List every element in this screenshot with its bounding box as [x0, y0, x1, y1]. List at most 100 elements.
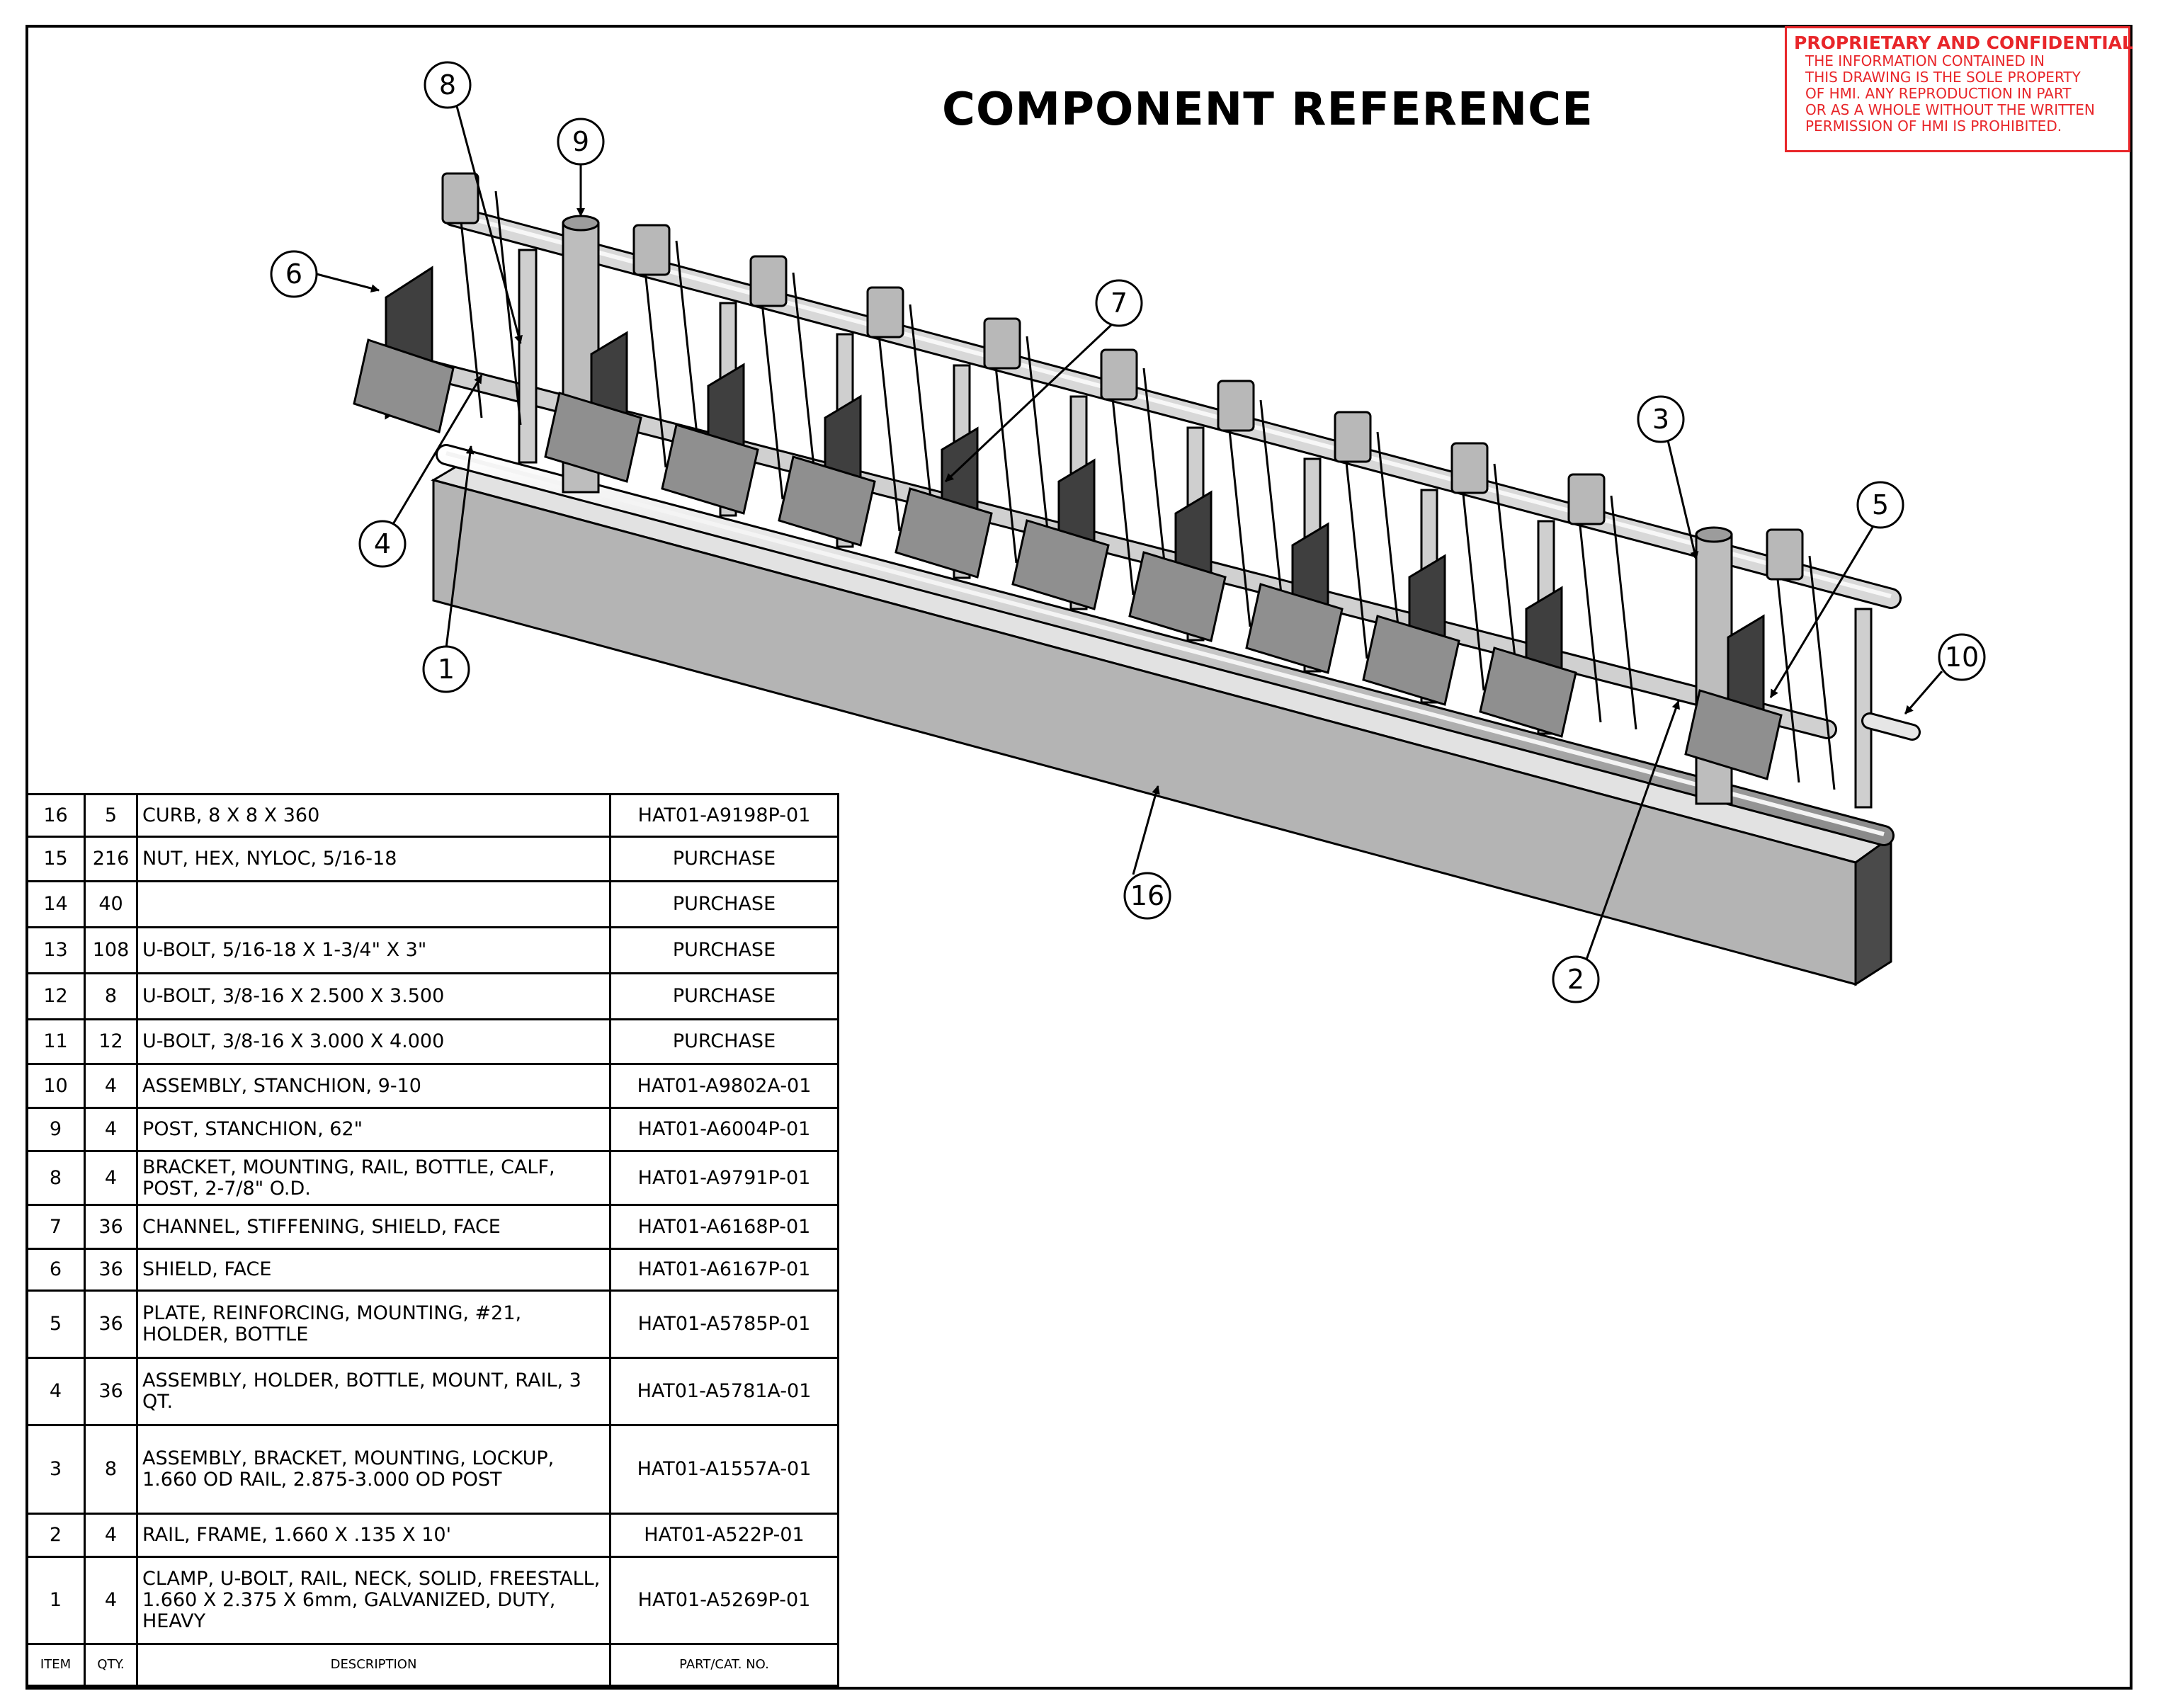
- bom-description-cell: U-BOLT, 3/8-16 X 2.500 X 3.500: [136, 972, 611, 1020]
- bom-description-cell: BRACKET, MOUNTING, RAIL, BOTTLE, CALF, P…: [136, 1150, 611, 1206]
- bom-item-cell: 4: [25, 1357, 86, 1426]
- confidential-notice: PROPRIETARY AND CONFIDENTIAL THE INFORMA…: [1785, 26, 2133, 152]
- balloon-3: 3: [1652, 404, 1669, 435]
- bom-qty-cell: 4: [84, 1063, 138, 1109]
- notice-line: THIS DRAWING IS THE SOLE PROPERTY: [1805, 69, 2081, 86]
- bom-qty-cell: 36: [84, 1204, 138, 1250]
- bom-part-cell: HAT01-A6167P-01: [609, 1248, 839, 1292]
- notice-heading: PROPRIETARY AND CONFIDENTIAL: [1794, 33, 2133, 53]
- bom-description-cell: ASSEMBLY, BRACKET, MOUNTING, LOCKUP, 1.6…: [136, 1424, 611, 1515]
- bom-qty-cell: 12: [84, 1018, 138, 1065]
- bom-item-cell: 3: [25, 1424, 86, 1515]
- bom-item-cell: 2: [25, 1513, 86, 1558]
- drawing-title: COMPONENT REFERENCE: [942, 84, 1594, 136]
- balloon-circles: [270, 61, 1986, 1003]
- balloon-10: 10: [1945, 642, 1979, 673]
- bom-description-cell: CURB, 8 X 8 X 360: [136, 793, 611, 838]
- bom-qty-cell: 4: [84, 1107, 138, 1152]
- header-item: ITEM: [25, 1643, 86, 1687]
- bom-qty-cell: 4: [84, 1513, 138, 1558]
- bom-qty-cell: 4: [84, 1556, 138, 1645]
- bom-part-cell: HAT01-A5785P-01: [609, 1289, 839, 1359]
- bom-description-cell: U-BOLT, 5/16-18 X 1-3/4" X 3": [136, 926, 611, 974]
- balloon-16: 16: [1130, 880, 1164, 911]
- bom-part-cell: HAT01-A9791P-01: [609, 1150, 839, 1206]
- bom-description-cell: ASSEMBLY, STANCHION, 9-10: [136, 1063, 611, 1109]
- bom-part-cell: PURCHASE: [609, 1018, 839, 1065]
- notice-line: OF HMI. ANY REPRODUCTION IN PART: [1805, 85, 2072, 102]
- bom-part-cell: HAT01-A522P-01: [609, 1513, 839, 1558]
- bom-description-cell: CHANNEL, STIFFENING, SHIELD, FACE: [136, 1204, 611, 1250]
- bom-qty-cell: 40: [84, 880, 138, 928]
- callouts: [316, 106, 1943, 960]
- bottle-holders: [353, 338, 1783, 780]
- notice-body: THE INFORMATION CONTAINED IN THIS DRAWIN…: [1794, 53, 2121, 135]
- balloon-9: 9: [572, 126, 589, 157]
- notice-line: PERMISSION OF HMI IS PROHIBITED.: [1805, 118, 2062, 135]
- bom-description-cell: RAIL, FRAME, 1.660 X .135 X 10': [136, 1513, 611, 1558]
- balloon-2: 2: [1567, 964, 1584, 995]
- bom-part-cell: HAT01-A1557A-01: [609, 1424, 839, 1515]
- bom-part-cell: PURCHASE: [609, 880, 839, 928]
- bom-qty-cell: 5: [84, 793, 138, 838]
- bom-qty-cell: 216: [84, 836, 138, 882]
- top-clamps: [441, 172, 1804, 581]
- bom-description-cell: ASSEMBLY, HOLDER, BOTTLE, MOUNT, RAIL, 3…: [136, 1357, 611, 1426]
- bom-part-cell: HAT01-A9198P-01: [609, 793, 839, 838]
- bom-item-cell: 1: [25, 1556, 86, 1645]
- notice-line: OR AS A WHOLE WITHOUT THE WRITTEN: [1805, 101, 2095, 118]
- bom-item-cell: 5: [25, 1289, 86, 1359]
- bom-part-cell: HAT01-A6168P-01: [609, 1204, 839, 1250]
- bom-item-cell: 15: [25, 836, 86, 882]
- bom-qty-cell: 8: [84, 972, 138, 1020]
- bom-description-cell: CLAMP, U-BOLT, RAIL, NECK, SOLID, FREEST…: [136, 1556, 611, 1645]
- bom-description-cell: [136, 880, 611, 928]
- bom-item-cell: 6: [25, 1248, 86, 1292]
- bom-item-cell: 11: [25, 1018, 86, 1065]
- balloon-1: 1: [438, 654, 455, 685]
- bom-item-cell: 7: [25, 1204, 86, 1250]
- bom-item-cell: 9: [25, 1107, 86, 1152]
- top-rail: [443, 205, 1902, 609]
- bom-item-cell: 14: [25, 880, 86, 928]
- bom-qty-cell: 36: [84, 1289, 138, 1359]
- balloon-7: 7: [1111, 287, 1128, 319]
- bom-description-cell: NUT, HEX, NYLOC, 5/16-18: [136, 836, 611, 882]
- bom-description-cell: POST, STANCHION, 62": [136, 1107, 611, 1152]
- balloon-5: 5: [1872, 489, 1889, 520]
- bom-qty-cell: 36: [84, 1248, 138, 1292]
- bottom-rail: [436, 444, 1895, 846]
- bom-description-cell: SHIELD, FACE: [136, 1248, 611, 1292]
- bom-part-cell: PURCHASE: [609, 926, 839, 974]
- bom-item-cell: 16: [25, 793, 86, 838]
- stanchion-stub: [1861, 712, 1921, 741]
- bom-part-cell: HAT01-A6004P-01: [609, 1107, 839, 1152]
- balloon-8: 8: [439, 69, 456, 101]
- bom-description-cell: PLATE, REINFORCING, MOUNTING, #21, HOLDE…: [136, 1289, 611, 1359]
- balloon-6: 6: [285, 258, 302, 290]
- bom-qty-cell: 8: [84, 1424, 138, 1515]
- header-qty: QTY.: [84, 1643, 138, 1687]
- bom-part-cell: HAT01-A5269P-01: [609, 1556, 839, 1645]
- notice-line: THE INFORMATION CONTAINED IN: [1805, 52, 2045, 69]
- bom-description-cell: U-BOLT, 3/8-16 X 3.000 X 4.000: [136, 1018, 611, 1065]
- header-description: DESCRIPTION: [136, 1643, 611, 1687]
- bom-part-cell: HAT01-A5781A-01: [609, 1357, 839, 1426]
- bom-qty-cell: 108: [84, 926, 138, 974]
- bom-qty-cell: 4: [84, 1150, 138, 1206]
